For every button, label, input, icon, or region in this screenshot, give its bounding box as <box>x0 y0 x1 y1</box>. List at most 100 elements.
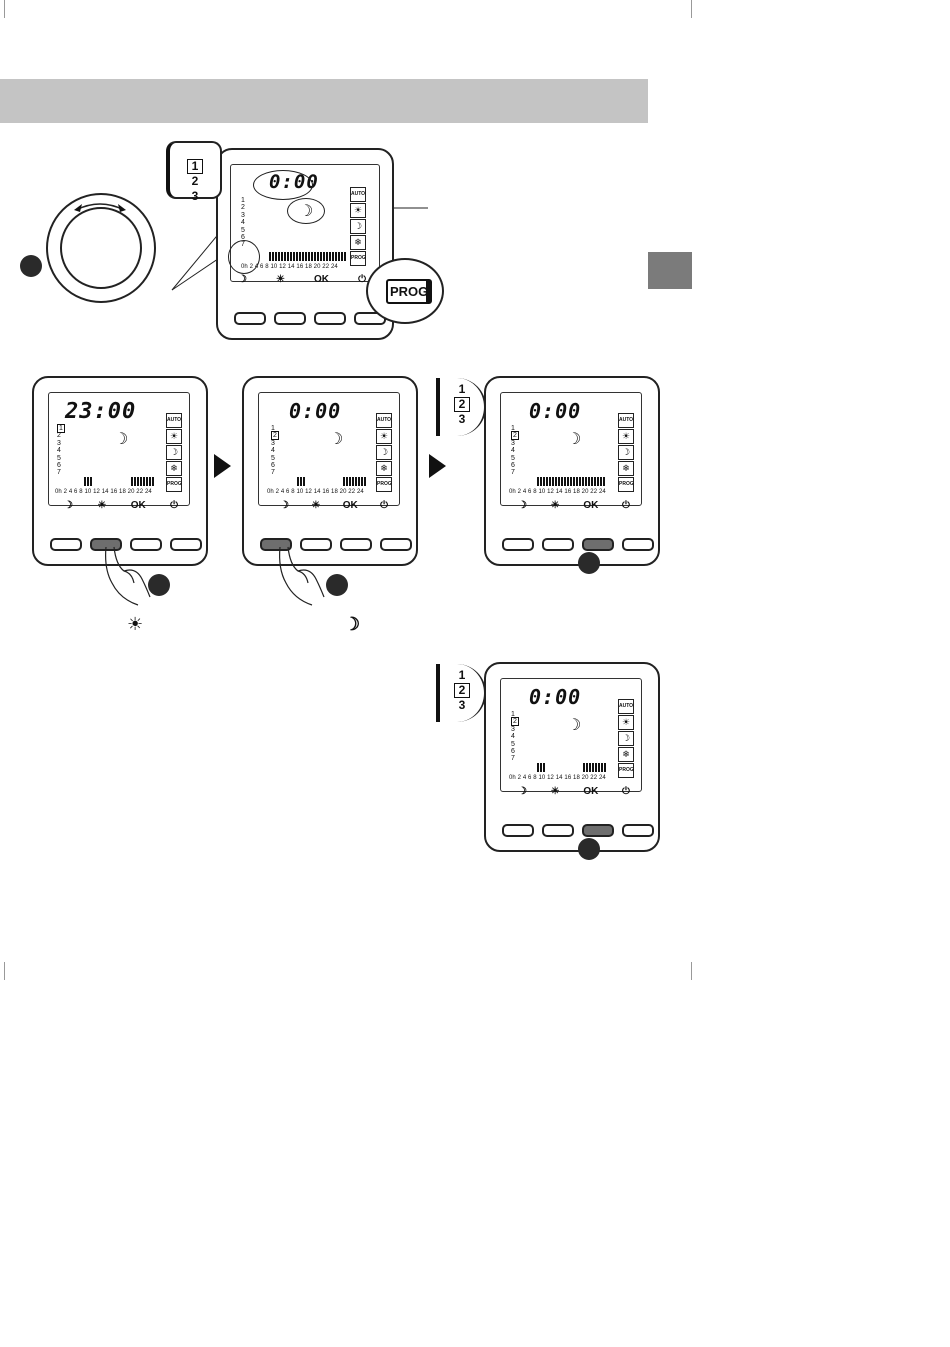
day-5: 5 <box>57 454 61 462</box>
auto-mode-button[interactable]: AUTO <box>618 699 634 714</box>
key-labels: ☽ ☀ OK ⏻ <box>64 500 178 511</box>
sun-key-icon: ☀ <box>97 500 107 511</box>
ok-key[interactable] <box>582 538 614 551</box>
lcd-screen: 0:00 ☽ 1 2 3 4 5 6 7 AUTO ☀ ☽ ❄ PROG 0h … <box>500 392 642 506</box>
chapter-tab <box>648 252 692 289</box>
day-6: 6 <box>511 748 515 756</box>
ok-key-label: OK <box>314 274 330 285</box>
cursor-highlight-ring <box>228 240 260 274</box>
rotary-knob[interactable] <box>46 193 156 303</box>
prog-mode-button[interactable]: PROG <box>166 477 182 492</box>
day-3: 3 <box>511 439 515 447</box>
hardware-keys <box>502 538 654 551</box>
prog-mode-button[interactable]: PROG <box>618 763 634 778</box>
frost-mode-button[interactable]: ❄ <box>376 461 392 476</box>
thermostat-step-4: 0:00 ☽ 1 2 3 4 5 6 7 AUTO ☀ ☽ ❄ PROG 0h … <box>484 662 660 852</box>
key-labels: ☽ ☀ OK ⏻ <box>518 500 630 511</box>
moon-key-icon: ☽ <box>64 500 73 511</box>
thermostat-step-2: 0:00 ☽ 1 2 3 4 5 6 7 AUTO ☀ ☽ ❄ PROG 0h … <box>242 376 418 566</box>
hardware-keys <box>50 538 202 551</box>
hour-scale: 0h 2 4 6 8 10 12 14 16 18 20 22 24 <box>241 264 338 270</box>
comfort-mode-button[interactable]: ☀ <box>618 715 634 730</box>
eco-mode-button[interactable]: ☽ <box>618 445 634 460</box>
next-arrow-icon <box>429 454 446 478</box>
day-1: 1 <box>511 711 515 718</box>
frost-mode-button[interactable]: ❄ <box>166 461 182 476</box>
power-key-icon: ⏻ <box>622 786 630 797</box>
moon-icon: ☽ <box>567 429 582 448</box>
moon-key[interactable] <box>260 538 292 551</box>
moon-key[interactable] <box>502 538 534 551</box>
auto-mode-button[interactable]: AUTO <box>376 413 392 428</box>
day-5: 5 <box>511 454 515 462</box>
day-2: 2 <box>271 431 279 441</box>
prog-indicator <box>426 280 430 302</box>
comfort-mode-button[interactable]: ☀ <box>376 429 392 444</box>
program-bar-morning <box>537 763 545 772</box>
eco-mode-button[interactable]: ☽ <box>166 445 182 460</box>
frost-mode-button[interactable]: ❄ <box>618 747 634 762</box>
moon-key[interactable] <box>234 312 266 325</box>
callout-day-2: 2 <box>454 397 470 412</box>
power-key-icon: ⏻ <box>358 274 366 285</box>
prog-mode-button[interactable]: PROG <box>376 477 392 492</box>
day-callout: 1 2 3 <box>436 378 486 436</box>
day-6: 6 <box>57 462 61 470</box>
day-1: 1 <box>57 424 65 433</box>
sun-key[interactable] <box>542 824 574 837</box>
callout-day-1: 1 <box>458 382 466 396</box>
crop-mark <box>691 962 692 980</box>
moon-key[interactable] <box>50 538 82 551</box>
prog-mode-button[interactable]: PROG <box>618 477 634 492</box>
callout-day-2: 2 <box>191 174 199 188</box>
moon-key[interactable] <box>502 824 534 837</box>
ok-key[interactable] <box>314 312 346 325</box>
sun-key-icon: ☀ <box>550 500 560 511</box>
sun-key[interactable] <box>542 538 574 551</box>
moon-key-icon: ☽ <box>280 500 289 511</box>
prog-mode-button[interactable]: PROG <box>350 251 366 266</box>
ok-key[interactable] <box>582 824 614 837</box>
ok-key[interactable] <box>340 538 372 551</box>
power-key[interactable] <box>170 538 202 551</box>
power-key[interactable] <box>622 538 654 551</box>
legend-sun-icon: ☀ <box>127 614 144 634</box>
legend-moon-icon: ☽ <box>344 614 361 634</box>
auto-mode-button[interactable]: AUTO <box>166 413 182 428</box>
eco-mode-button[interactable]: ☽ <box>376 445 392 460</box>
crop-mark <box>4 0 5 18</box>
ok-key-label: OK <box>342 500 358 511</box>
finger-pressing-icon <box>279 546 325 606</box>
power-key[interactable] <box>622 824 654 837</box>
day-2: 2 <box>511 431 519 441</box>
hardware-keys <box>502 824 654 837</box>
auto-mode-button[interactable]: AUTO <box>350 187 366 202</box>
hour-scale: 0h 2 4 6 8 10 12 14 16 18 20 22 24 <box>267 489 364 495</box>
hardware-keys <box>234 312 386 325</box>
step-marker <box>326 574 348 596</box>
auto-mode-button[interactable]: AUTO <box>618 413 634 428</box>
comfort-mode-button[interactable]: ☀ <box>350 203 366 218</box>
power-key[interactable] <box>380 538 412 551</box>
ok-key[interactable] <box>130 538 162 551</box>
step-marker <box>578 838 600 860</box>
sun-key-icon: ☀ <box>276 274 285 285</box>
moon-icon: ☽ <box>567 715 582 734</box>
program-bar-morning <box>297 477 305 486</box>
sun-key[interactable] <box>274 312 306 325</box>
sun-key-icon: ☀ <box>550 786 560 797</box>
lcd-screen: 23:00 ☽ 1 2 3 4 5 6 7 AUTO ☀ ☽ ❄ PROG 0h… <box>48 392 190 506</box>
frost-mode-button[interactable]: ❄ <box>618 461 634 476</box>
eco-mode-button[interactable]: ☽ <box>350 219 366 234</box>
eco-mode-button[interactable]: ☽ <box>618 731 634 746</box>
sun-key[interactable] <box>300 538 332 551</box>
day-1: 1 <box>241 197 245 204</box>
day-4: 4 <box>241 219 245 227</box>
frost-mode-button[interactable]: ❄ <box>350 235 366 250</box>
prog-callout: PROG <box>366 258 444 324</box>
day-5: 5 <box>271 454 275 462</box>
comfort-mode-button[interactable]: ☀ <box>618 429 634 444</box>
day-7: 7 <box>57 469 61 477</box>
day-3: 3 <box>57 439 61 447</box>
comfort-mode-button[interactable]: ☀ <box>166 429 182 444</box>
